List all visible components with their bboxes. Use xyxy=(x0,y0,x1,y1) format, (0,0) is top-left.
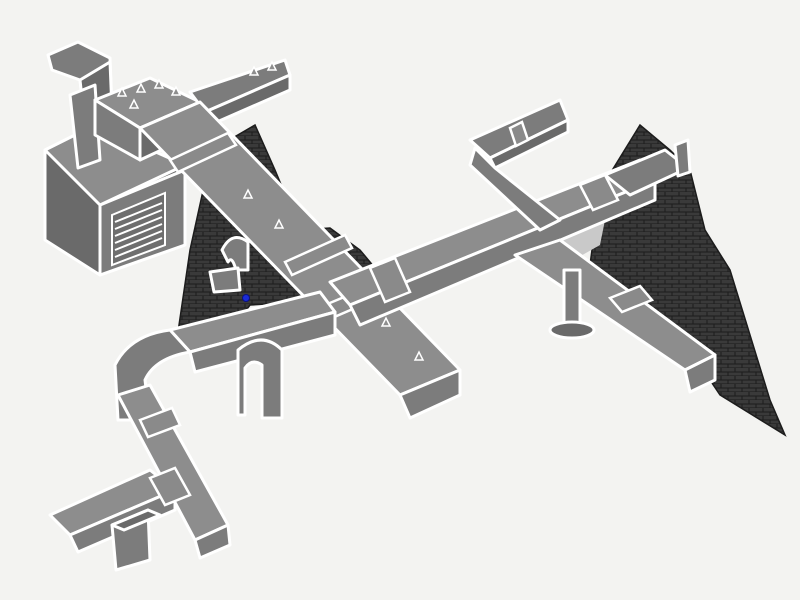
intake-grille-icon xyxy=(111,191,166,267)
plenum-bolts xyxy=(116,78,182,109)
blue-dot-marker-icon xyxy=(242,294,250,302)
riser-elbow-right xyxy=(468,98,570,232)
arch-elbow xyxy=(236,338,284,420)
vent-cap-right xyxy=(603,138,692,197)
damper-box xyxy=(110,508,162,572)
flex-elbow xyxy=(208,236,250,294)
support-pedestal xyxy=(548,268,596,340)
